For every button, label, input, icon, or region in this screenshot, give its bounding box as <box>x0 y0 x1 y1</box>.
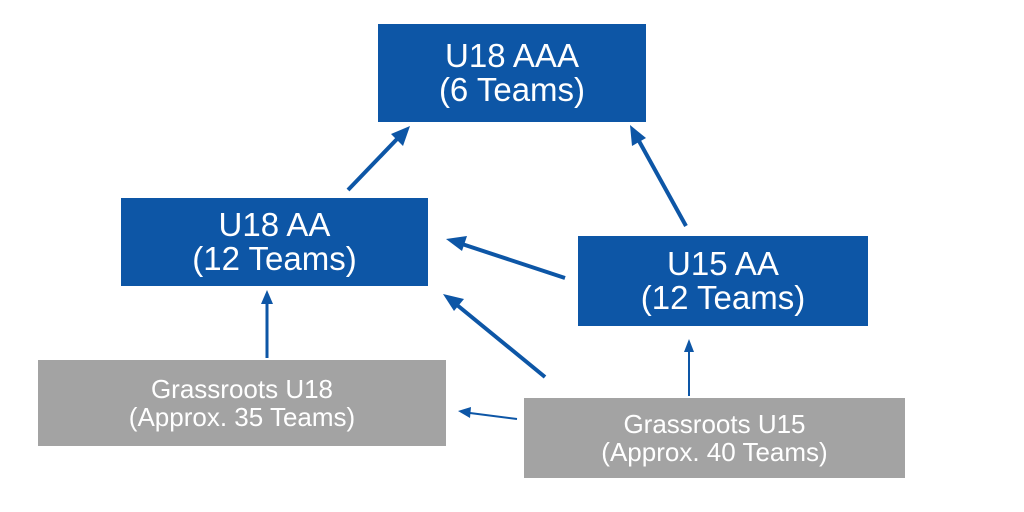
node-team-count: (6 Teams) <box>438 71 586 108</box>
node-u15-aa: U15 AA (12 Teams) <box>578 236 868 326</box>
node-title: U18 AA <box>218 206 331 243</box>
arrow-gr15-to-u15aa <box>684 339 694 396</box>
arrow-u15aa-to-u18aaa <box>630 125 688 227</box>
node-title: U15 AA <box>667 245 779 282</box>
node-team-count: (12 Teams) <box>640 279 806 316</box>
node-team-count: (Approx. 40 Teams) <box>601 437 828 467</box>
arrow-gr15-to-gr18 <box>458 407 518 420</box>
arrow-u18aa-to-u18aaa <box>346 126 410 192</box>
node-title: U18 AAA <box>445 37 579 74</box>
node-grassroots-u15: Grassroots U15 (Approx. 40 Teams) <box>524 398 905 478</box>
node-grassroots-u18: Grassroots U18 (Approx. 35 Teams) <box>38 360 446 446</box>
arrow-gr18-to-u18aa <box>261 290 273 358</box>
node-u18-aaa: U18 AAA (6 Teams) <box>378 24 646 122</box>
arrow-u15aa-to-u18aa <box>446 236 566 280</box>
node-title: Grassroots U15 <box>623 409 806 439</box>
node-title: Grassroots U18 <box>150 374 334 404</box>
arrow-gr15-to-u18aa <box>443 294 547 379</box>
node-u18-aa: U18 AA (12 Teams) <box>121 198 428 286</box>
node-team-count: (Approx. 35 Teams) <box>128 402 356 432</box>
node-team-count: (12 Teams) <box>192 240 357 277</box>
